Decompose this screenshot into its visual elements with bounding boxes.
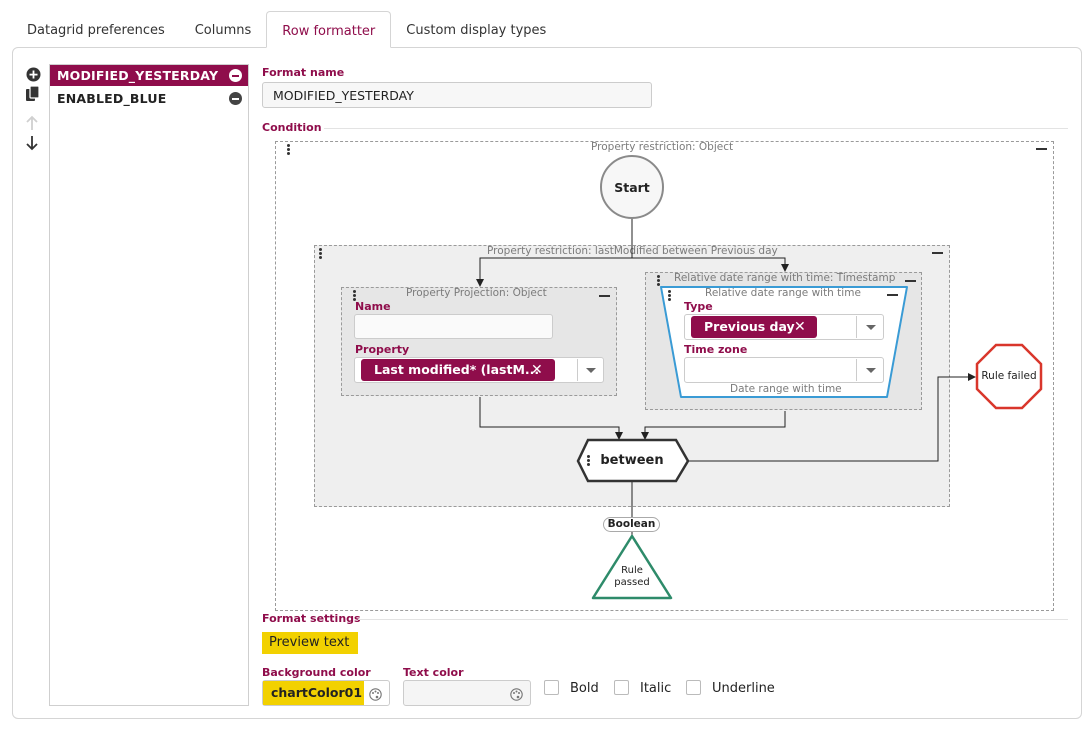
name-input[interactable]: [354, 314, 553, 339]
divider: [577, 359, 578, 381]
divider: [358, 619, 1068, 620]
date-range-title: Relative date range with time: [705, 287, 861, 299]
italic-label: Italic: [640, 681, 672, 696]
type-label: Type: [684, 300, 713, 313]
start-node[interactable]: [600, 155, 664, 219]
connector-line: [632, 257, 789, 272]
tab-columns[interactable]: Columns: [194, 23, 252, 38]
background-color-label: Background color: [262, 666, 371, 679]
tab-row-formatter[interactable]: Row formatter: [266, 11, 392, 48]
clear-icon[interactable]: ✕: [794, 319, 806, 335]
collapse-icon[interactable]: [905, 280, 916, 282]
date-range-footer: Date range with time: [730, 383, 842, 395]
collapse-icon[interactable]: [1036, 148, 1047, 150]
root-restriction-title: Property restriction: Object: [591, 141, 734, 153]
dropdown-caret-icon[interactable]: [866, 325, 876, 330]
root-restriction-box: [275, 141, 1054, 611]
rule-passed-label: Rule passed: [614, 565, 650, 588]
start-label: Start: [614, 180, 650, 195]
tab-bar: Datagrid preferences Columns Row formatt…: [12, 11, 561, 48]
drag-handle-icon[interactable]: [353, 290, 356, 301]
arrow-up-icon[interactable]: [24, 114, 40, 132]
dropdown-caret-icon[interactable]: [586, 368, 596, 373]
divider: [324, 128, 1068, 129]
tab-datagrid-preferences[interactable]: Datagrid preferences: [27, 23, 165, 38]
rule-passed-node: [591, 534, 673, 600]
collapse-icon[interactable]: [599, 295, 610, 297]
formatter-item-label: MODIFIED_YESTERDAY: [57, 68, 219, 83]
bold-checkbox[interactable]: [544, 680, 559, 695]
collapse-icon[interactable]: [932, 252, 943, 254]
type-chip-label: Previous day: [704, 319, 795, 334]
property-chip-label: Last modified* (lastM...: [374, 362, 540, 377]
divider: [856, 359, 857, 381]
rule-failed-node: [975, 343, 1043, 410]
projection-title: Property Projection: Object: [406, 287, 547, 299]
palette-icon[interactable]: [510, 686, 523, 705]
preview-text: Preview text: [262, 632, 358, 654]
name-label: Name: [355, 300, 391, 313]
property-chip: Last modified* (lastM...: [361, 359, 555, 381]
palette-icon[interactable]: [369, 686, 382, 705]
divider: [856, 316, 857, 338]
connector-line: [688, 373, 976, 462]
formatter-list: MODIFIED_YESTERDAY ENABLED_BLUE: [49, 64, 249, 706]
text-color-value: [404, 681, 505, 705]
text-color-label: Text color: [403, 666, 464, 679]
italic-checkbox[interactable]: [614, 680, 629, 695]
timezone-label: Time zone: [684, 343, 748, 356]
between-node[interactable]: [576, 438, 690, 483]
drag-handle-icon[interactable]: [319, 248, 322, 259]
underline-label: Underline: [712, 681, 775, 696]
rule-failed-label: Rule failed: [981, 370, 1037, 382]
date-range-outer-title: Relative date range with time: Timestamp: [674, 272, 896, 284]
format-name-label: Format name: [262, 66, 345, 79]
between-label: between: [600, 453, 664, 468]
drag-handle-icon[interactable]: [668, 290, 671, 301]
connector-line: [476, 257, 632, 287]
property-label: Property: [355, 343, 410, 356]
format-name-input[interactable]: MODIFIED_YESTERDAY: [262, 82, 652, 108]
text-color-picker[interactable]: [403, 680, 531, 706]
background-color-picker[interactable]: chartColor01: [262, 680, 390, 706]
type-chip: Previous day: [691, 316, 817, 338]
drag-handle-icon[interactable]: [657, 275, 660, 286]
boolean-badge: Boolean: [603, 517, 660, 532]
connector-line: [641, 411, 786, 440]
remove-icon[interactable]: [229, 92, 242, 105]
remove-icon[interactable]: [229, 69, 242, 82]
drag-handle-icon[interactable]: [287, 144, 290, 155]
bold-label: Bold: [570, 681, 599, 696]
arrow-down-icon[interactable]: [24, 134, 40, 152]
formatter-item-label: ENABLED_BLUE: [57, 91, 167, 106]
connector-line: [479, 397, 623, 440]
tab-custom-display-types[interactable]: Custom display types: [406, 23, 547, 38]
timezone-select[interactable]: [684, 357, 884, 383]
formatter-item-enabled-blue[interactable]: ENABLED_BLUE: [50, 88, 248, 109]
collapse-icon[interactable]: [887, 294, 898, 296]
underline-checkbox[interactable]: [686, 680, 701, 695]
format-settings-label: Format settings: [262, 612, 361, 625]
formatter-item-modified-yesterday[interactable]: MODIFIED_YESTERDAY: [50, 65, 248, 86]
copy-icon[interactable]: [25, 84, 41, 102]
condition-label: Condition: [262, 121, 322, 134]
drag-handle-icon[interactable]: [587, 455, 590, 466]
background-color-value: chartColor01: [263, 681, 364, 705]
add-icon[interactable]: [25, 66, 41, 82]
dropdown-caret-icon[interactable]: [866, 368, 876, 373]
clear-icon[interactable]: ✕: [531, 362, 543, 378]
